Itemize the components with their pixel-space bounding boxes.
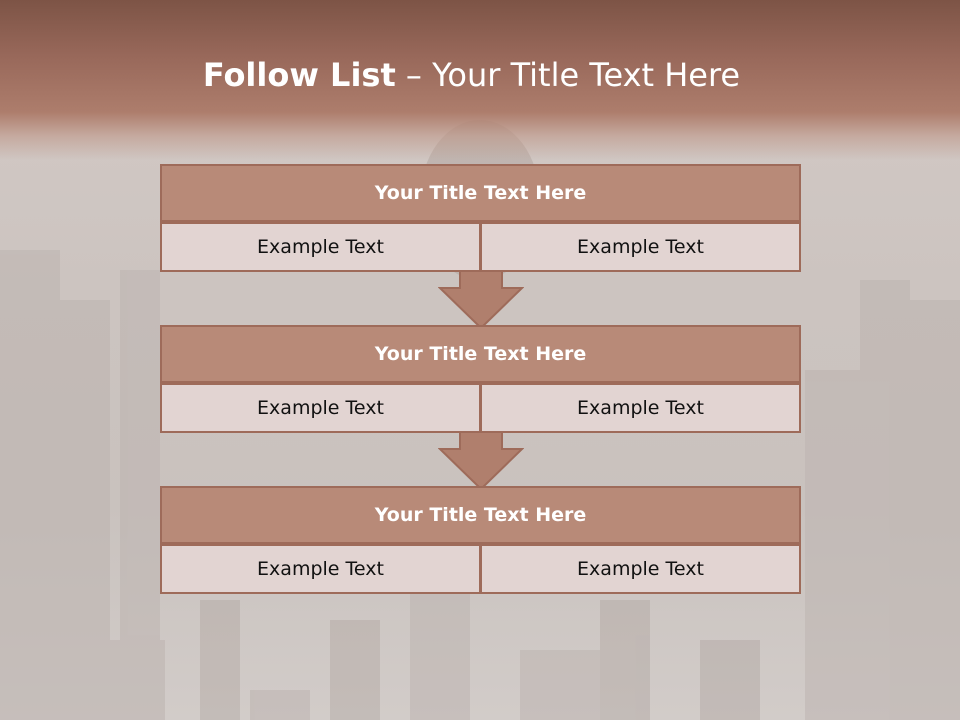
step-cell-right: Example Text <box>480 544 801 594</box>
slide-title: Follow List – Your Title Text Here <box>0 52 943 98</box>
step-cell-left: Example Text <box>160 544 481 594</box>
header-band <box>0 0 960 160</box>
down-arrow-icon <box>438 270 524 330</box>
step-title: Your Title Text Here <box>160 164 801 222</box>
slide-title-bold: Follow List <box>202 56 396 94</box>
step-cell-right: Example Text <box>480 222 801 272</box>
step-title: Your Title Text Here <box>160 325 801 383</box>
down-arrow-icon <box>438 431 524 491</box>
step-cell-right: Example Text <box>480 383 801 433</box>
step-cell-left: Example Text <box>160 383 481 433</box>
slide-title-rest: – Your Title Text Here <box>395 56 741 94</box>
step-cell-left: Example Text <box>160 222 481 272</box>
step-title: Your Title Text Here <box>160 486 801 544</box>
